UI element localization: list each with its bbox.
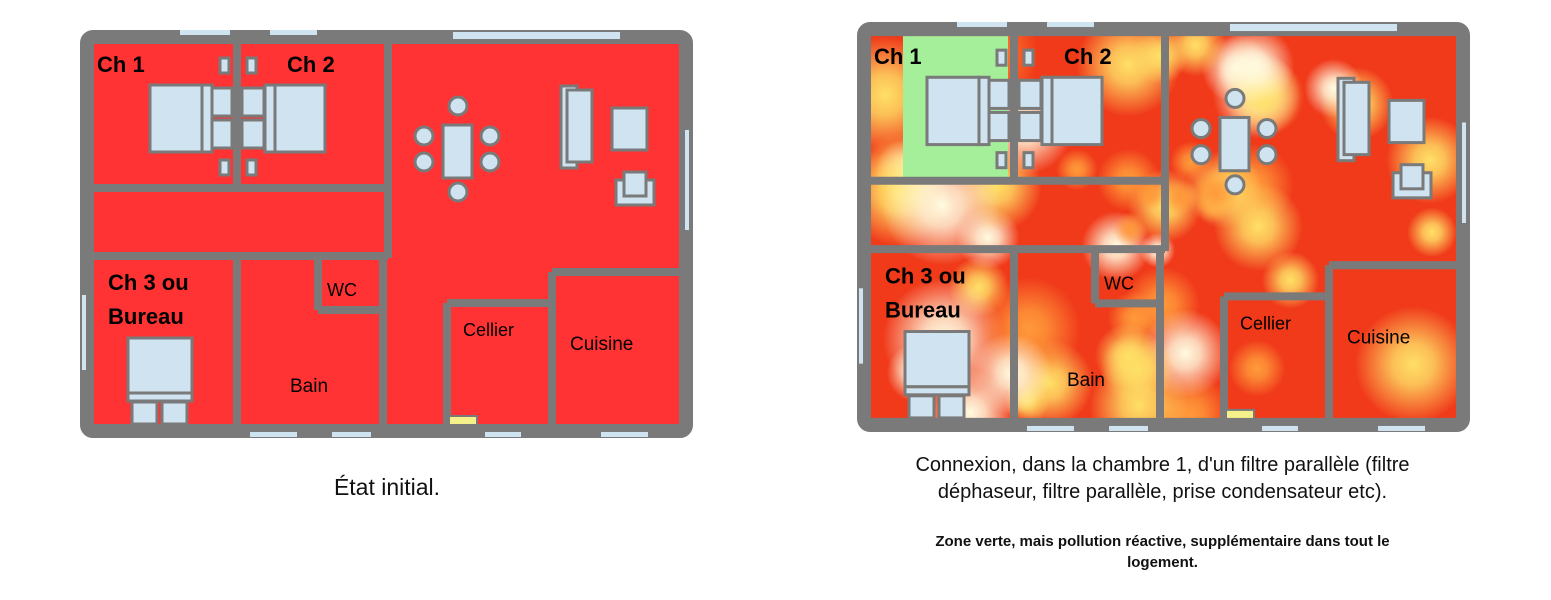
pillow <box>240 118 266 150</box>
chair <box>1256 144 1278 166</box>
pillow <box>907 394 936 420</box>
nightstand <box>245 56 258 75</box>
bed <box>903 330 971 389</box>
bed <box>925 75 981 147</box>
room-label: WC <box>327 280 357 300</box>
pillow <box>1017 78 1043 110</box>
window <box>332 432 371 437</box>
pillow <box>987 78 1011 110</box>
room-label: Bain <box>290 376 328 397</box>
window <box>180 30 230 35</box>
bed <box>1050 75 1104 147</box>
room-label: Cellier <box>463 320 514 340</box>
floor-plan-walls: Ch 1 Ch 2 Ch 3 ou Bureau WC CellierCuisineBai… <box>80 30 693 438</box>
window <box>82 295 86 370</box>
room-label: Ch 1 <box>97 52 145 77</box>
bed-frame <box>263 83 277 154</box>
pillow <box>987 110 1011 143</box>
room-label: Cellier <box>1240 313 1291 333</box>
nightstand <box>218 56 231 75</box>
door <box>1225 408 1255 420</box>
room-label: Ch 3 ou <box>885 263 966 288</box>
room-label: Bureau <box>885 297 961 322</box>
chair <box>1190 144 1212 166</box>
pillow <box>160 400 189 426</box>
window <box>250 432 297 437</box>
window <box>1109 425 1148 431</box>
window <box>859 288 863 364</box>
room-label: WC <box>1104 273 1134 293</box>
bed-frame <box>1040 75 1054 147</box>
window <box>453 32 620 39</box>
nightstand <box>995 151 1008 170</box>
bed <box>148 83 204 154</box>
room-label: Cuisine <box>1347 328 1410 349</box>
chair <box>479 125 501 147</box>
room-label: Ch 1 <box>874 44 922 69</box>
armchair <box>1387 98 1426 145</box>
chair <box>1224 174 1246 196</box>
caption-initial: État initial. <box>333 474 441 500</box>
window <box>485 432 521 437</box>
sofa <box>1342 80 1371 157</box>
room-label: Bureau <box>108 304 184 329</box>
outer-wall <box>80 30 693 438</box>
sofa <box>565 88 594 164</box>
window <box>1047 22 1094 28</box>
room-label: Ch 3 ou <box>108 270 189 295</box>
chair <box>447 181 469 203</box>
chair <box>413 125 435 147</box>
window <box>1378 425 1425 431</box>
window <box>1262 425 1298 431</box>
chair <box>622 170 648 198</box>
dining-table <box>1218 115 1251 173</box>
room-label: Ch 2 <box>287 52 335 77</box>
nightstand <box>995 48 1008 67</box>
nightstand <box>245 158 258 177</box>
bed-frame <box>126 391 194 403</box>
chair <box>1399 163 1425 191</box>
window <box>685 130 689 230</box>
window <box>601 432 648 437</box>
window <box>1027 425 1074 431</box>
door <box>448 415 478 426</box>
armchair <box>610 106 649 152</box>
window <box>957 22 1007 28</box>
dining-table <box>441 123 474 180</box>
nightstand <box>218 158 231 177</box>
nightstand <box>1022 151 1035 170</box>
chair <box>479 151 501 173</box>
chair <box>1224 87 1246 109</box>
caption-filter: Connexion, dans la chambre 1, d'un filtr… <box>790 452 1535 506</box>
room-label: Bain <box>1067 370 1105 391</box>
room-label: Cuisine <box>570 334 633 355</box>
bed-frame <box>903 385 971 397</box>
chair <box>1256 117 1278 140</box>
pillow <box>1017 110 1043 143</box>
note-reactive-pollution: Zone verte, mais pollution réactive, sup… <box>790 531 1535 573</box>
note-line: Zone verte, mais pollution réactive, sup… <box>935 533 1390 550</box>
nightstand <box>1022 48 1035 67</box>
bed <box>273 83 327 154</box>
pillow <box>210 118 234 150</box>
room-label: Ch 2 <box>1064 44 1112 69</box>
pillow <box>937 394 966 420</box>
note-line: logement. <box>1127 554 1198 571</box>
outer-wall <box>857 22 1470 432</box>
caption-line: Connexion, dans la chambre 1, d'un filtr… <box>915 454 1410 476</box>
chair <box>1190 117 1212 140</box>
window <box>270 30 317 35</box>
window <box>1230 24 1397 32</box>
floor-plan-walls: Ch 1 Ch 2 Ch 3 ou Bureau WC CellierCuisineBai… <box>857 22 1470 432</box>
pillow <box>210 86 234 118</box>
window <box>1462 122 1466 223</box>
chair <box>413 151 435 173</box>
pillow <box>130 400 159 426</box>
caption-line: déphaseur, filtre parallèle, prise conde… <box>937 481 1388 503</box>
chair <box>447 95 469 117</box>
pillow <box>240 86 266 118</box>
bed <box>126 336 194 395</box>
